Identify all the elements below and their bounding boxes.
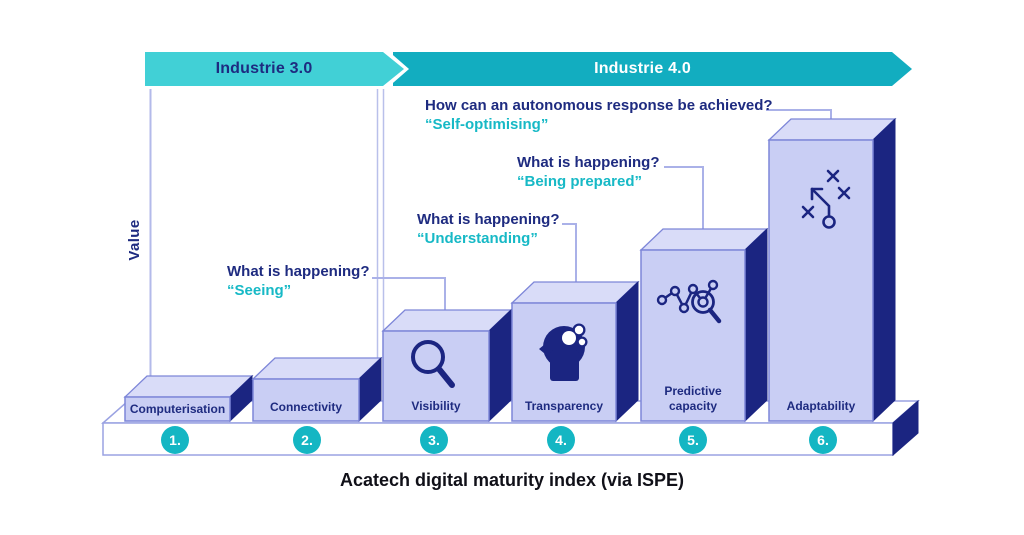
bar-connectivity (251, 356, 383, 423)
annotation-quote: “Understanding” (417, 230, 538, 247)
annotation-understanding: What is happening? “Understanding” (417, 210, 560, 248)
bar-adaptability (767, 117, 897, 423)
annotation-quote: “Being prepared” (517, 173, 643, 190)
connector-understanding (562, 223, 577, 288)
connector-being-prepared (664, 166, 704, 235)
annotation-self-optimising: How can an autonomous response be achiev… (425, 96, 773, 134)
annotation-question: What is happening? (517, 154, 660, 171)
annotation-quote: “Seeing” (227, 282, 292, 299)
bar-label-transparency: Transparency (524, 399, 604, 413)
mind-icon (539, 323, 588, 381)
figure-caption: Acatech digital maturity index (via ISPE… (339, 470, 685, 490)
industrie-4-label: Industrie 4.0 (594, 60, 691, 77)
connector-seeing (372, 277, 446, 316)
bar-label-visibility: Visibility (411, 399, 461, 413)
industrie-4-banner (393, 52, 912, 86)
trend-analysis-icon (656, 279, 722, 324)
stage-number-badge-2: 2. (293, 426, 321, 454)
stage-number-badge-6: 6. (809, 426, 837, 454)
annotation-connectors (372, 109, 832, 316)
stage-number-badge-5: 5. (679, 426, 707, 454)
bar-label-connectivity: Connectivity (269, 400, 342, 414)
bar-label-predictive-capacity: Predictive capacity (664, 384, 722, 413)
bar-label-adaptability: Adaptability (786, 399, 856, 413)
bar-transparency (510, 280, 640, 423)
annotation-being-prepared: What is happening? “Being prepared” (517, 153, 660, 191)
stage-number-badge-3: 3. (420, 426, 448, 454)
annotation-question: What is happening? (227, 263, 370, 280)
bar-label-computerisation: Computerisation (129, 402, 226, 416)
annotation-question: What is happening? (417, 211, 560, 228)
stage-number-badge-1: 1. (161, 426, 189, 454)
magnifier-icon (411, 340, 455, 388)
annotation-quote: “Self-optimising” (425, 116, 549, 133)
bar-visibility (381, 308, 513, 423)
annotation-seeing: What is happening? “Seeing” (227, 262, 370, 300)
bar-computerisation (123, 374, 254, 423)
industrie-3-banner (142, 49, 409, 89)
strategy-icon (801, 169, 851, 229)
industrie-3-label: Industrie 3.0 (215, 60, 313, 77)
annotation-question: How can an autonomous response be achiev… (425, 97, 773, 114)
bar-predictive-capacity (639, 227, 769, 423)
stage-number-badge-4: 4. (547, 426, 575, 454)
value-axis-label: Value (126, 219, 143, 261)
